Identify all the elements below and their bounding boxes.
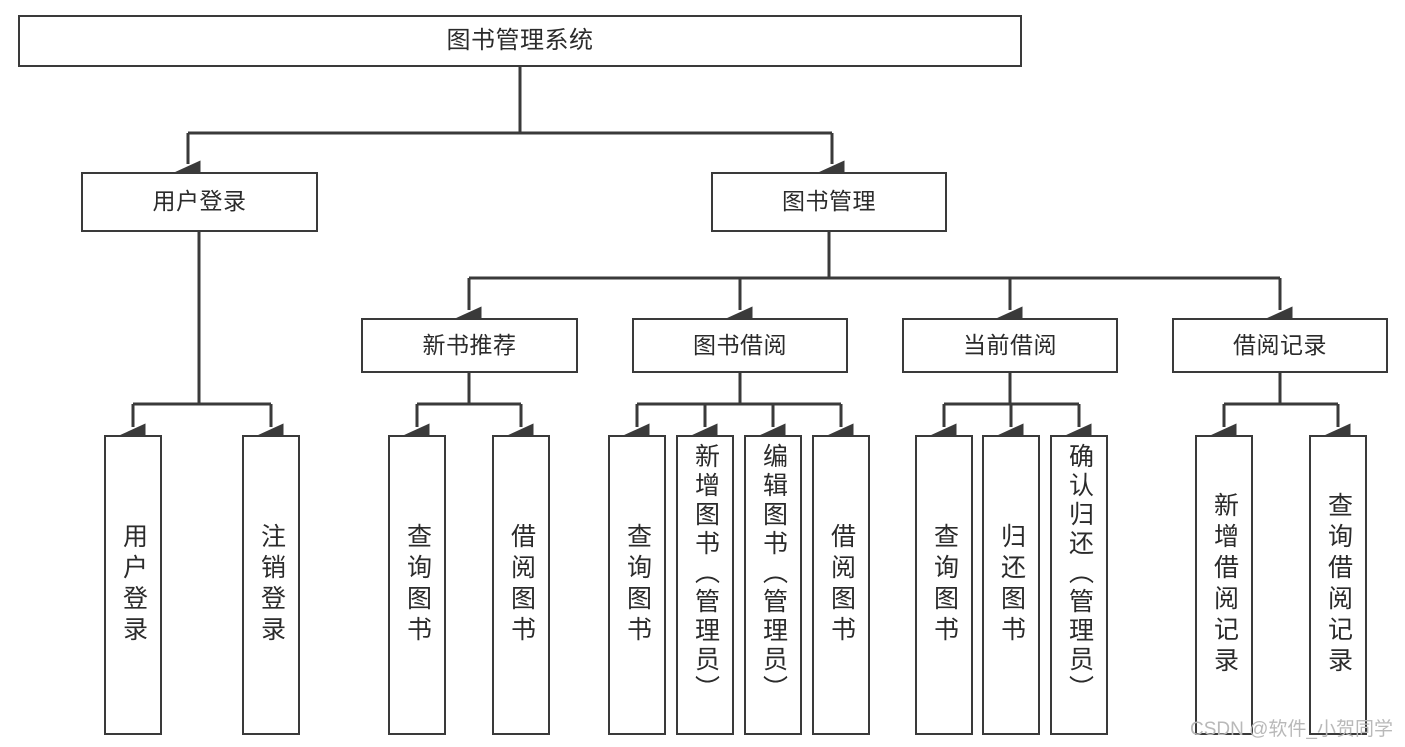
- node-book-manage-label: 图书管理: [782, 188, 876, 215]
- leaf-borrow-book-2[interactable]: 借阅图书: [812, 435, 870, 735]
- node-book-borrow[interactable]: 图书借阅: [632, 318, 848, 373]
- leaf-query-book-2-label: 查询图书: [623, 523, 652, 647]
- leaf-logout-label: 注销登录: [257, 523, 286, 647]
- leaf-query-record-label: 查询借阅记录: [1324, 492, 1353, 678]
- node-borrow-record[interactable]: 借阅记录: [1172, 318, 1388, 373]
- leaf-borrow-book-1-label: 借阅图书: [507, 523, 536, 647]
- leaf-return-book-label: 归还图书: [997, 523, 1026, 647]
- leaf-confirm-return-label: 确认归还（管理员）: [1065, 443, 1094, 704]
- leaf-confirm-return[interactable]: 确认归还（管理员）: [1050, 435, 1108, 735]
- node-current-borrow-label: 当前借阅: [963, 331, 1057, 358]
- node-user-login[interactable]: 用户登录: [81, 172, 318, 232]
- node-borrow-record-label: 借阅记录: [1233, 331, 1327, 358]
- leaf-query-book-1[interactable]: 查询图书: [388, 435, 446, 735]
- node-new-book-recommend-label: 新书推荐: [422, 331, 517, 358]
- leaf-add-record[interactable]: 新增借阅记录: [1195, 435, 1253, 735]
- node-root-label: 图书管理系统: [446, 26, 594, 54]
- leaf-user-login[interactable]: 用户登录: [104, 435, 162, 735]
- leaf-add-book[interactable]: 新增图书（管理员）: [676, 435, 734, 735]
- leaf-logout[interactable]: 注销登录: [242, 435, 300, 735]
- leaf-query-record[interactable]: 查询借阅记录: [1309, 435, 1367, 735]
- leaf-edit-book-label: 编辑图书（管理员）: [759, 443, 788, 704]
- leaf-query-book-2[interactable]: 查询图书: [608, 435, 666, 735]
- leaf-add-book-label: 新增图书（管理员）: [691, 443, 720, 704]
- node-book-manage[interactable]: 图书管理: [711, 172, 947, 232]
- node-user-login-label: 用户登录: [152, 188, 247, 215]
- leaf-query-book-1-label: 查询图书: [403, 523, 432, 647]
- node-book-borrow-label: 图书借阅: [693, 331, 787, 358]
- leaf-user-login-label: 用户登录: [119, 523, 148, 647]
- leaf-edit-book[interactable]: 编辑图书（管理员）: [744, 435, 802, 735]
- node-current-borrow[interactable]: 当前借阅: [902, 318, 1118, 373]
- node-root[interactable]: 图书管理系统: [18, 15, 1022, 67]
- csdn-watermark: CSDN @软件_小贺同学: [1190, 719, 1393, 740]
- leaf-return-book[interactable]: 归还图书: [982, 435, 1040, 735]
- leaf-query-book-3-label: 查询图书: [930, 523, 959, 647]
- leaf-borrow-book-2-label: 借阅图书: [827, 523, 856, 647]
- leaf-borrow-book-1[interactable]: 借阅图书: [492, 435, 550, 735]
- leaf-query-book-3[interactable]: 查询图书: [915, 435, 973, 735]
- leaf-add-record-label: 新增借阅记录: [1210, 492, 1239, 678]
- node-new-book-recommend[interactable]: 新书推荐: [361, 318, 578, 373]
